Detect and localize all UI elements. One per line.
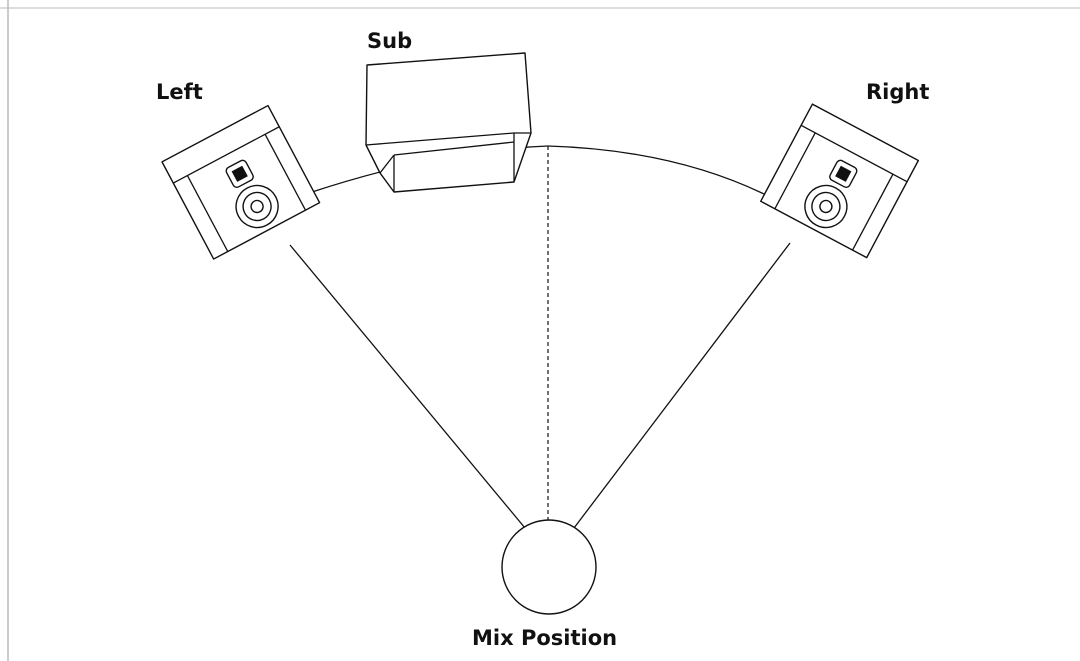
placement-arc-right: [547, 145, 777, 201]
right-sightline: [573, 242, 791, 529]
left-speaker-icon: [161, 104, 321, 260]
label-sub: Sub: [367, 29, 412, 53]
right-speaker-icon: [760, 103, 920, 259]
subwoofer-icon: [365, 52, 532, 193]
label-left: Left: [156, 80, 203, 104]
label-mix-position: Mix Position: [472, 626, 617, 650]
listener-circle-icon: [501, 519, 597, 615]
left-sightline: [289, 244, 526, 529]
label-right: Right: [866, 80, 929, 104]
